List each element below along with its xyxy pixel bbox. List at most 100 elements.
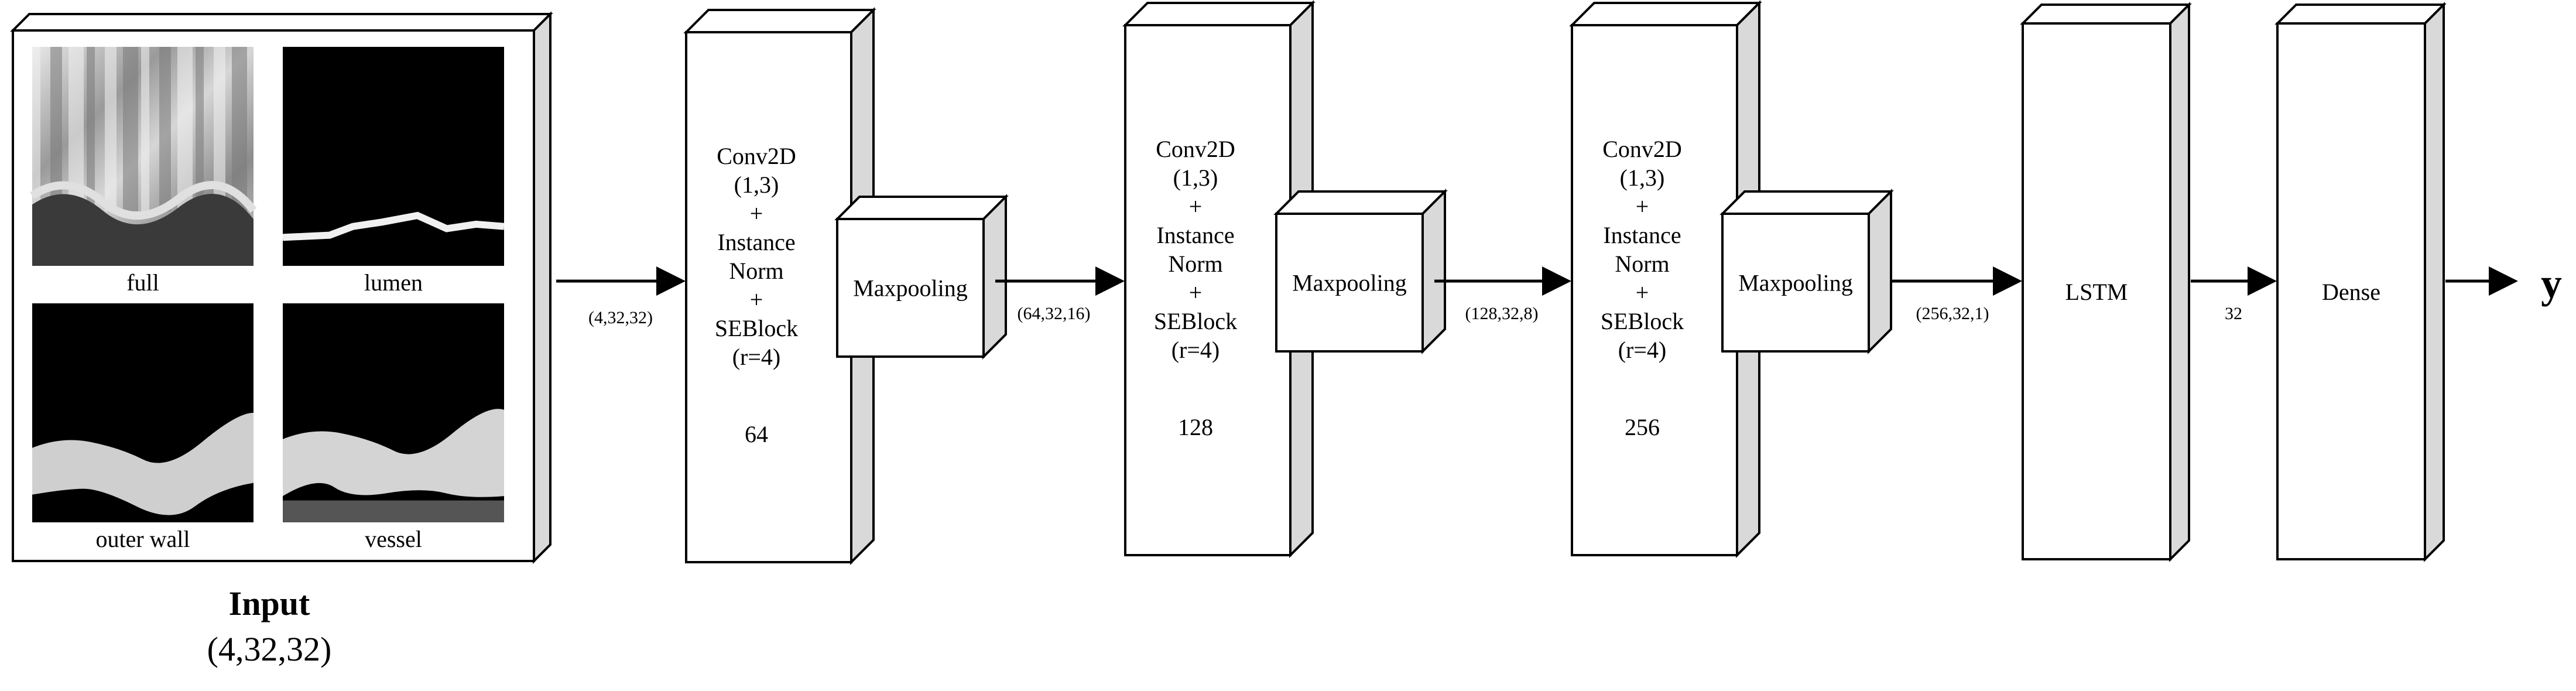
input-image-label: outer wall: [95, 526, 190, 552]
conv-block-text-line: +: [1189, 193, 1203, 220]
full-streak: [105, 47, 117, 211]
conv-block-1-cube-top-face: [683, 9, 876, 33]
input-title: Input: [229, 584, 310, 622]
full-lower-region: [32, 194, 254, 266]
edge-shape-label: 32: [2225, 304, 2242, 323]
maxpool-2-cube-top-face: [1273, 190, 1448, 215]
maxpool-2-cube-front-face: [1275, 213, 1424, 353]
input-image-label: lumen: [364, 269, 423, 296]
input-image-label: full: [126, 269, 159, 296]
conv-block-text-line: +: [750, 200, 763, 227]
full-wall-band: [30, 181, 257, 220]
dense-label: Dense: [2322, 279, 2380, 305]
input-block: full lumen outer wall vessel Input (4,32,32…: [10, 11, 553, 668]
lstm-cube-side-face: [2169, 2, 2190, 562]
maxpool-label: Maxpooling: [853, 275, 968, 302]
maxpool-1-cube: [834, 194, 1009, 360]
maxpool-3-cube-front-face: [1721, 213, 1870, 353]
lumen-background: [283, 47, 504, 266]
input-images: full lumen outer wall vessel: [30, 47, 505, 552]
input-image-outer: [32, 303, 254, 522]
conv-block-text-line: Conv2D: [1602, 136, 1682, 162]
maxpool-1-cube-side-face: [982, 194, 1007, 360]
maxpool-3-cube-top-face: [1719, 190, 1894, 215]
conv-block-text-line: Conv2D: [717, 143, 796, 169]
dense-block: Dense: [2274, 2, 2447, 562]
conv-block-text-line: (r=4): [732, 344, 781, 370]
input-image-lumen: [282, 47, 505, 266]
conv-block-2-cube: [1122, 0, 1316, 558]
dense-cube: [2274, 2, 2447, 562]
dense-cube-side-face: [2424, 2, 2445, 562]
conv-block-3-cube-top-face: [1569, 2, 1762, 26]
lstm-cube-top-face: [2020, 4, 2192, 25]
maxpool-2-cube-side-face: [1421, 189, 1446, 354]
vessel-bottom: [283, 500, 504, 522]
output-label: y: [2541, 260, 2562, 307]
lstm-label: LSTM: [2065, 279, 2128, 305]
conv-block-text-line: SEBlock: [1154, 308, 1237, 334]
conv-block-filters: 256: [1625, 414, 1660, 440]
conv-block-text-line: Instance: [1603, 222, 1681, 248]
input-cube-body-top-face: [10, 13, 553, 32]
maxpool-1-cube-front-face: [836, 218, 985, 358]
lstm-cube-front-face: [2022, 22, 2171, 560]
conv-block-text-line: SEBlock: [715, 315, 798, 341]
conv-block-1: Conv2D(1,3)+InstanceNorm+SEBlock(r=4)64M…: [683, 7, 1009, 565]
input-image-label: vessel: [365, 526, 422, 552]
edge-shape-label: (4,32,32): [588, 308, 653, 327]
conv-block-text-line: (1,3): [1173, 165, 1218, 191]
maxpool-2-cube: [1273, 189, 1448, 354]
full-streak: [141, 47, 149, 211]
conv-block-text-line: +: [1636, 279, 1649, 306]
full-streak: [232, 47, 247, 211]
dense-cube-front-face: [2276, 22, 2426, 560]
input-shape: (4,32,32): [207, 630, 332, 668]
conv-block-text-line: +: [1636, 193, 1649, 220]
conv-block-filters: 128: [1178, 414, 1213, 440]
maxpool-1-cube-top-face: [834, 196, 1009, 220]
full-streak: [32, 47, 40, 211]
conv-block-text-line: Norm: [1168, 251, 1222, 277]
conv-block-text-line: (r=4): [1618, 337, 1667, 363]
lstm-cube: [2020, 2, 2192, 562]
full-streak: [159, 47, 171, 211]
lumen-contour: [282, 211, 505, 241]
full-streak: [50, 47, 62, 211]
edge-shape-label: (128,32,8): [1465, 304, 1539, 323]
maxpool-label: Maxpooling: [1738, 270, 1853, 296]
vessel-band: [283, 409, 504, 497]
full-streak: [123, 47, 138, 211]
full-streak: [177, 47, 193, 211]
input-cube-body-side-face: [533, 11, 551, 564]
conv-block-text-line: Conv2D: [1156, 136, 1235, 162]
maxpool-3-cube: [1719, 189, 1894, 354]
conv-block-text-line: +: [1189, 279, 1203, 306]
full-streak: [214, 47, 225, 211]
edge-shape-label: (64,32,16): [1018, 304, 1091, 323]
conv-block-text-line: Instance: [1156, 222, 1234, 248]
conv-blocks: Conv2D(1,3)+InstanceNorm+SEBlock(r=4)64M…: [683, 0, 1894, 565]
dense-cube-top-face: [2274, 4, 2447, 25]
conv-block-2-cube-front-face: [1124, 24, 1292, 556]
conv-block-1-cube-front-face: [685, 31, 852, 563]
full-streak: [87, 47, 95, 211]
conv-block-text-line: SEBlock: [1601, 308, 1684, 334]
conv-block-text-line: (1,3): [1620, 165, 1665, 191]
conv-block-3-cube-front-face: [1571, 24, 1738, 556]
maxpool-3-cube-side-face: [1868, 189, 1892, 354]
conv-block-text-line: +: [750, 286, 763, 313]
input-image-vessel: [283, 303, 504, 522]
outer-wall-band: [32, 412, 254, 515]
maxpool-label: Maxpooling: [1292, 270, 1407, 296]
conv-block-2-cube-top-face: [1122, 2, 1316, 26]
conv-block-text-line: Norm: [1615, 251, 1669, 277]
conv-block-text-line: Norm: [729, 258, 783, 284]
conv-block-text-line: Instance: [717, 229, 795, 255]
edge-shape-label: (256,32,1): [1916, 304, 1989, 323]
edges: (4,32,32) (64,32,16) (128,32,8) (256,32,1) 3…: [556, 266, 2518, 327]
conv-block-text-line: (1,3): [734, 172, 779, 198]
conv-block-text-line: (r=4): [1171, 337, 1220, 363]
